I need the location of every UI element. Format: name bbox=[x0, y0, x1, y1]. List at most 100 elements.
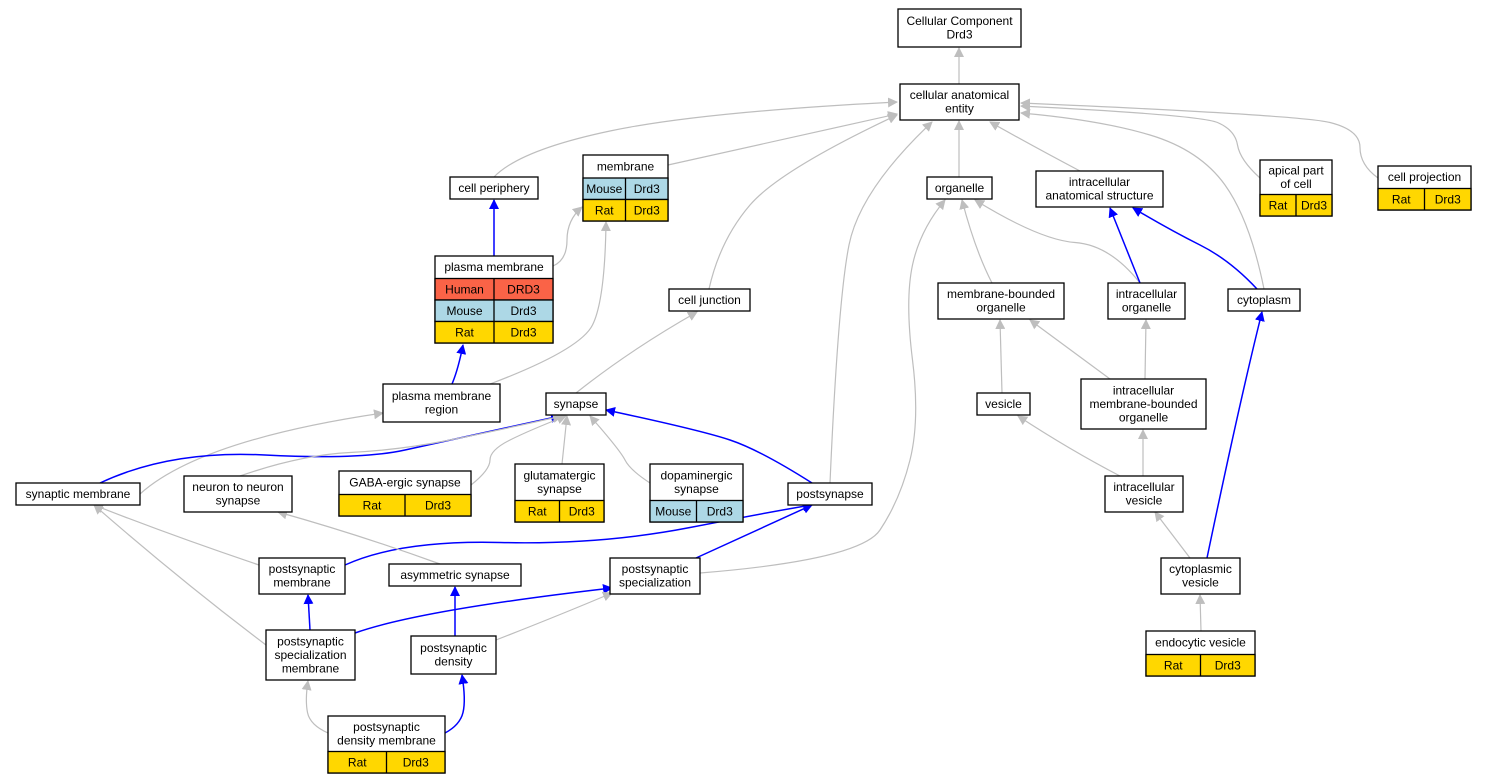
node-box bbox=[937, 282, 1065, 320]
edge-n2n-to-synapse bbox=[239, 413, 563, 477]
node-label-line: synapse bbox=[674, 482, 719, 496]
node-label-line: region bbox=[425, 403, 458, 417]
node-box bbox=[258, 557, 346, 595]
edge-gaba-to-synapse bbox=[470, 414, 567, 486]
gene-symbol: Drd3 bbox=[707, 504, 733, 518]
gene-symbol: Drd3 bbox=[425, 498, 451, 512]
node-label-line: cellular anatomical bbox=[910, 88, 1009, 102]
node-box bbox=[976, 392, 1031, 416]
node-label-line: synapse bbox=[216, 494, 261, 508]
node-label-line: Cellular Component bbox=[906, 14, 1013, 28]
node-label-line: membrane bbox=[273, 576, 331, 590]
edge-pssm-to-psm bbox=[303, 594, 314, 631]
edge-projection-to-cae bbox=[1020, 98, 1379, 179]
node-vesicle[interactable]: vesicle bbox=[976, 392, 1031, 416]
gene-symbol: Drd3 bbox=[634, 203, 660, 217]
edge-plasma-to-membrane bbox=[552, 206, 583, 267]
gene-symbol: Drd3 bbox=[1301, 198, 1327, 212]
gene-symbol: Drd3 bbox=[1435, 192, 1461, 206]
edge-imbo-to-mbo bbox=[1029, 319, 1111, 380]
node-label-line: density bbox=[434, 655, 472, 669]
node-box bbox=[1080, 378, 1207, 430]
node-box bbox=[1227, 288, 1301, 312]
node-box bbox=[449, 176, 539, 200]
node-label-line: vesicle bbox=[1182, 576, 1219, 590]
edge-endo-to-cv bbox=[1195, 594, 1206, 632]
edge-psdm-to-psd bbox=[444, 674, 469, 734]
node-box bbox=[1104, 475, 1184, 513]
node-label-line: intracellular bbox=[1069, 175, 1130, 189]
edge-dopa-to-synapse bbox=[589, 415, 651, 484]
species-name: Rat bbox=[1164, 658, 1183, 672]
node-cytoplasm[interactable]: cytoplasm bbox=[1227, 288, 1301, 312]
gene-symbol: Drd3 bbox=[569, 504, 595, 518]
node-periphery[interactable]: cell periphery bbox=[449, 176, 539, 200]
node-label-line: density membrane bbox=[337, 733, 436, 747]
node-label-line: GABA-ergic synapse bbox=[349, 476, 461, 490]
species-name: Mouse bbox=[586, 182, 622, 196]
node-label-line: postsynapse bbox=[796, 487, 864, 501]
node-label-line: cytoplasmic bbox=[1169, 562, 1232, 576]
node-label-line: cell junction bbox=[678, 293, 741, 307]
gene-symbol: Drd3 bbox=[634, 182, 660, 196]
edges-layer bbox=[93, 47, 1379, 734]
node-label-line: organelle bbox=[1122, 301, 1172, 315]
gene-symbol: DRD3 bbox=[507, 282, 540, 296]
node-label-line: vesicle bbox=[985, 397, 1022, 411]
node-label-line: synaptic membrane bbox=[26, 487, 131, 501]
node-box bbox=[1035, 170, 1164, 208]
node-label-line: vesicle bbox=[1126, 494, 1163, 508]
node-synapse[interactable]: synapse bbox=[545, 392, 607, 416]
edge-io-to-organelle bbox=[974, 199, 1141, 284]
node-synmem[interactable]: synaptic membrane bbox=[15, 482, 141, 506]
node-junction[interactable]: cell junction bbox=[668, 288, 751, 312]
node-label-line: membrane bbox=[282, 661, 340, 675]
node-label-line: asymmetric synapse bbox=[400, 568, 510, 582]
edge-psm-to-synmem bbox=[93, 503, 260, 566]
node-postsyn[interactable]: postsynapse bbox=[787, 482, 873, 506]
edge-imbo-to-io bbox=[1140, 319, 1151, 380]
node-label-line: synapse bbox=[554, 397, 599, 411]
node-box bbox=[668, 288, 751, 312]
node-label-line: apical part bbox=[1268, 163, 1324, 177]
edge-cytoplasm-to-ias bbox=[1132, 207, 1258, 290]
node-label-line: postsynaptic bbox=[353, 720, 420, 734]
node-box bbox=[545, 392, 607, 416]
node-box bbox=[388, 563, 522, 587]
edge-pmr-to-membrane bbox=[489, 221, 611, 385]
node-label-line: postsynaptic bbox=[269, 562, 336, 576]
species-name: Rat bbox=[363, 498, 382, 512]
node-box bbox=[382, 383, 501, 423]
node-asym[interactable]: asymmetric synapse bbox=[388, 563, 522, 587]
node-organelle[interactable]: organelle bbox=[926, 176, 993, 200]
node-label-line: endocytic vesicle bbox=[1155, 636, 1246, 650]
edge-io-to-ias bbox=[1108, 207, 1141, 284]
gene-symbol: Drd3 bbox=[1215, 658, 1241, 672]
node-box bbox=[1107, 282, 1186, 320]
edge-iv-to-vesicle bbox=[1017, 415, 1121, 477]
